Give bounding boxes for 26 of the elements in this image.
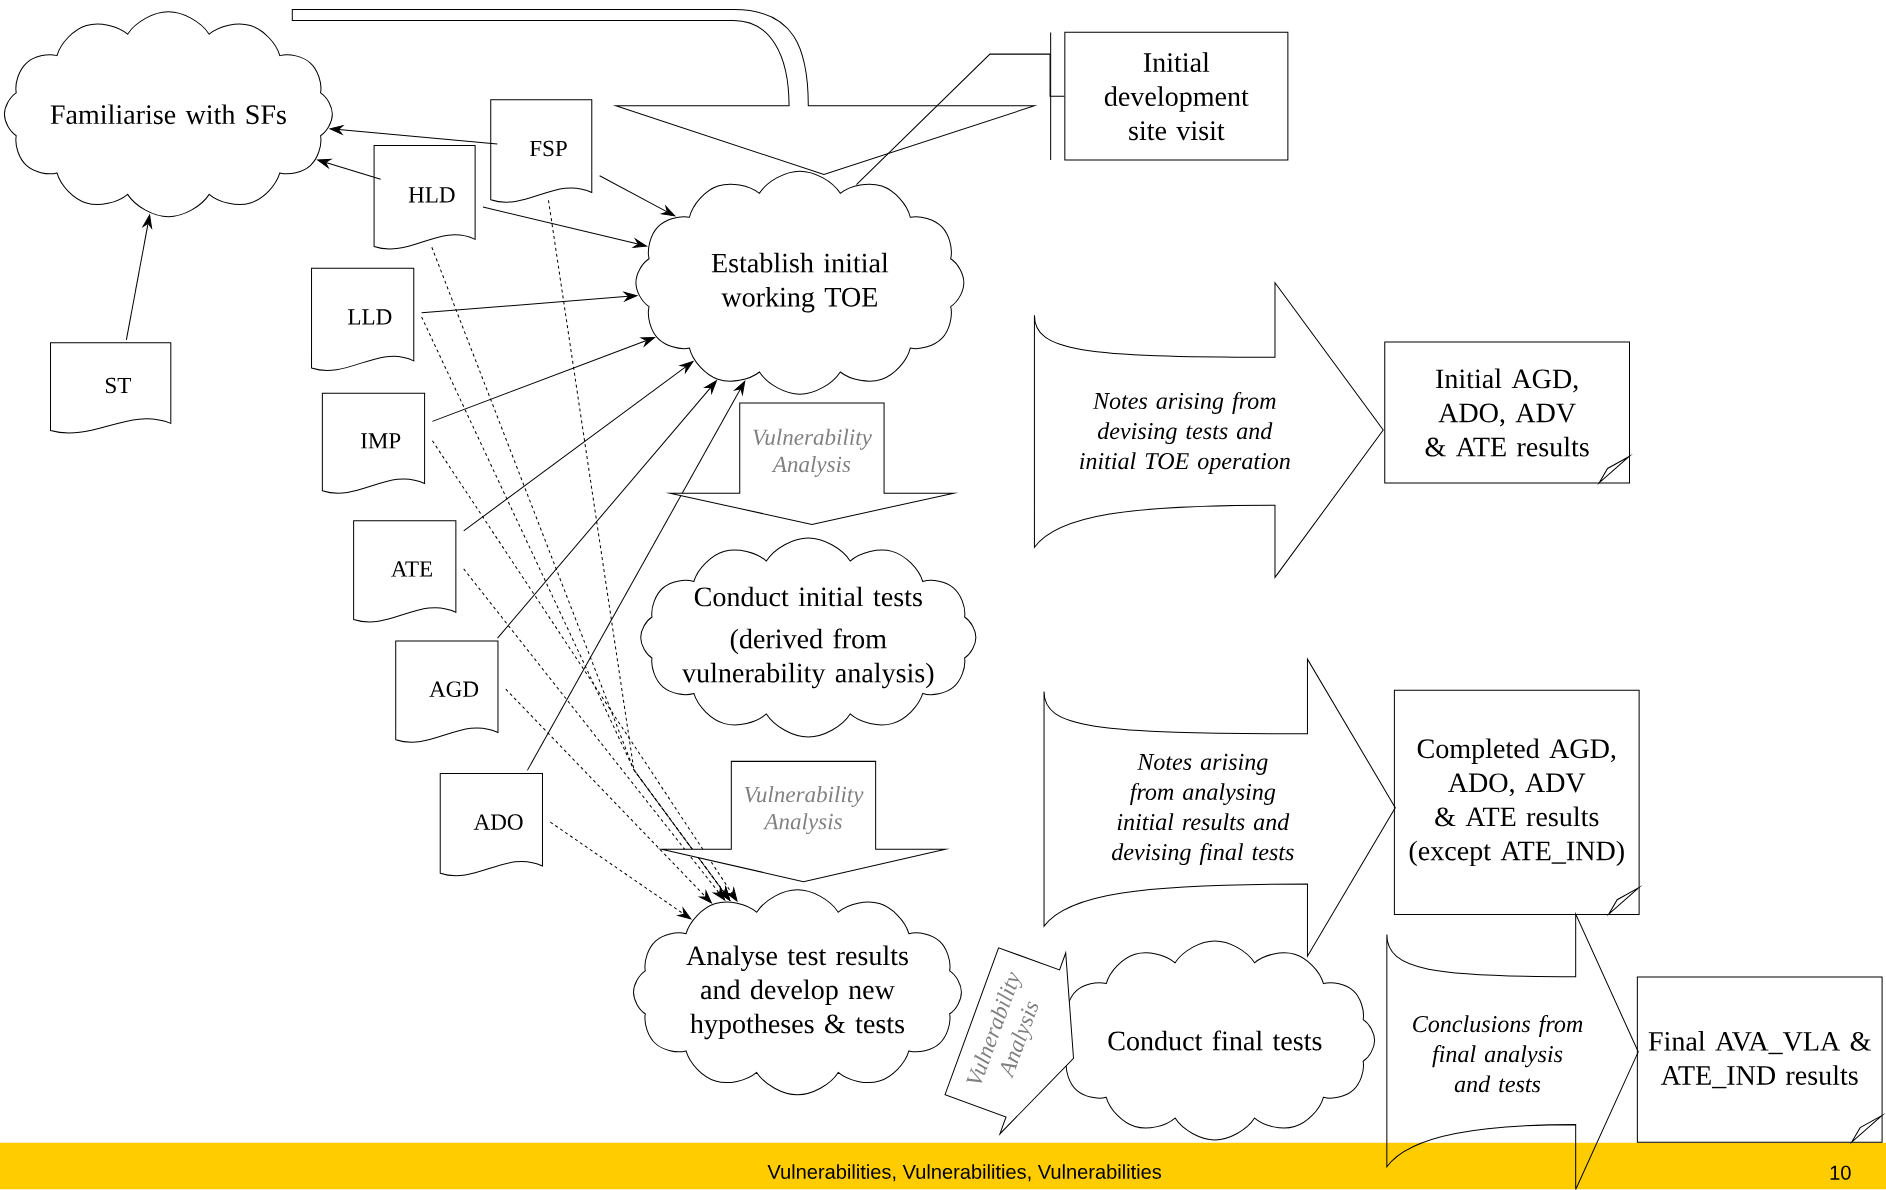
page-number: 10 — [1830, 1165, 1851, 1181]
folded-note-box: Final AVA_VLA & ATE_IND results — [1636, 976, 1883, 1143]
arrow — [526, 381, 746, 772]
arrow — [431, 337, 655, 423]
arrow — [463, 361, 694, 532]
edge-label: Vulnerability Analysis — [744, 786, 864, 835]
footer-text: Vulnerabilities, Vulnerabilities, Vulnerabilities — [767, 1164, 1162, 1182]
arrow — [431, 440, 738, 902]
edge-label: Notes arising from analysing initial results and devising final tests — [1112, 754, 1294, 866]
arrow — [463, 568, 726, 901]
arrow — [549, 821, 692, 920]
arrow — [505, 688, 712, 904]
block-arrow — [1386, 913, 1639, 1190]
block-arrow — [661, 761, 946, 883]
folded-note-box: Completed AGD, ADO, ADV & ATE results (except ATE_IND) — [1393, 689, 1640, 916]
arrow — [497, 380, 717, 639]
edge-label: Conclusions from final analysis and tests — [1413, 1015, 1583, 1093]
process-box: Initial development site visit — [1050, 32, 1289, 161]
block-arrow — [944, 947, 1074, 1135]
edge-label: Notes arising from devising tests and initial TOE operation — [1080, 392, 1290, 475]
arrow — [599, 175, 676, 217]
block-arrow — [1033, 282, 1384, 579]
arrow — [125, 214, 153, 341]
arrow — [421, 292, 638, 314]
arrow — [482, 206, 647, 249]
block-arrow — [1043, 658, 1396, 957]
